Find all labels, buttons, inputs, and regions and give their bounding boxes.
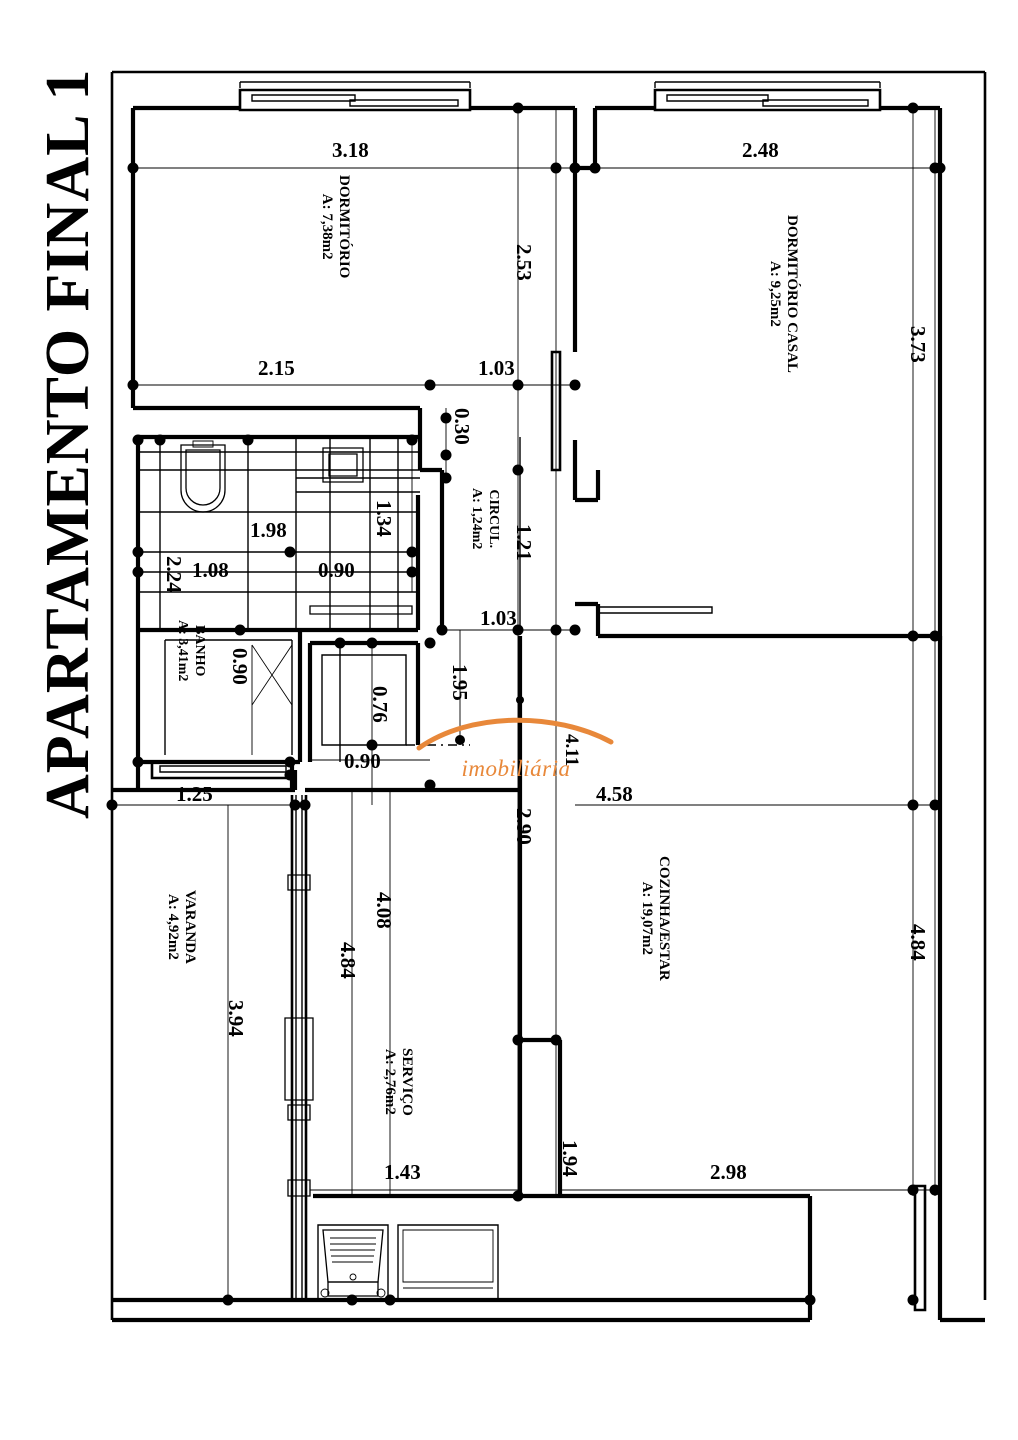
dimension-2-24: 2.24 bbox=[162, 556, 186, 593]
dimension-0-90-low: 0.90 bbox=[344, 749, 381, 773]
dimension-1-34: 1.34 bbox=[372, 500, 396, 537]
room-walls-dormitorio-casal bbox=[572, 105, 943, 640]
room-name: COZINHA/ESTAR bbox=[656, 856, 672, 981]
room-walls-cozinha bbox=[112, 636, 985, 1323]
room-label-dormitorio: DORMITÓRIO A: 7,38m2 bbox=[318, 175, 352, 278]
dimension-4-08: 4.08 bbox=[372, 892, 396, 929]
room-name: DORMITÓRIO CASAL bbox=[784, 215, 800, 373]
dimension-1-21: 1.21 bbox=[512, 524, 536, 561]
room-area: A: 7,38m2 bbox=[319, 193, 335, 260]
dimension-0-90-banho: 0.90 bbox=[228, 648, 252, 685]
dimension-3-73: 3.73 bbox=[906, 326, 930, 363]
room-name: VARANDA bbox=[182, 890, 198, 964]
building-envelope bbox=[110, 70, 987, 1320]
room-area: A: 3,41m2 bbox=[175, 620, 190, 682]
room-name: SERVIÇO bbox=[399, 1048, 415, 1116]
window-dormitorio-casal bbox=[653, 81, 882, 112]
dimension-3-18: 3.18 bbox=[332, 138, 369, 162]
dimension-1-95: 1.95 bbox=[448, 664, 472, 701]
dimension-1-03-top: 1.03 bbox=[478, 356, 515, 380]
room-walls-banho bbox=[135, 434, 445, 790]
room-label-banho: BANHO A: 3,41m2 bbox=[174, 620, 208, 681]
dimension-4-58: 4.58 bbox=[596, 782, 633, 806]
room-area: A: 1,24m2 bbox=[469, 488, 484, 550]
dimension-0-76: 0.76 bbox=[368, 686, 392, 723]
dimension-0-30: 0.30 bbox=[450, 408, 474, 445]
window-dormitorio bbox=[238, 81, 472, 112]
room-walls-dormitorio bbox=[130, 105, 578, 437]
dimension-2-90: 2.90 bbox=[512, 808, 536, 845]
room-area: A: 9,25m2 bbox=[767, 261, 783, 327]
dimension-1-08: 1.08 bbox=[192, 558, 229, 582]
dimension-2-53: 2.53 bbox=[512, 244, 536, 281]
room-label-dormitorio-casal: DORMITÓRIO CASAL A: 9,25m2 bbox=[766, 215, 800, 373]
dimension-3-94: 3.94 bbox=[224, 1000, 248, 1037]
room-label-circul: CIRCUL. A: 1,24m2 bbox=[468, 488, 502, 549]
dimension-2-98: 2.98 bbox=[710, 1160, 747, 1184]
room-area: A: 19,07m2 bbox=[639, 881, 655, 956]
dimension-4-11: 4.11 bbox=[561, 734, 582, 767]
room-name: BANHO bbox=[192, 625, 207, 677]
dimension-1-94: 1.94 bbox=[558, 1140, 582, 1177]
room-area: A: 2,76m2 bbox=[382, 1049, 398, 1115]
room-label-servico: SERVIÇO A: 2,76m2 bbox=[381, 1048, 415, 1116]
dimension-1-25: 1.25 bbox=[176, 782, 213, 806]
room-name: DORMITÓRIO bbox=[336, 175, 352, 279]
room-name: CIRCUL. bbox=[486, 489, 501, 549]
room-area: A: 4,92m2 bbox=[165, 894, 181, 960]
room-label-cozinha-estar: COZINHA/ESTAR A: 19,07m2 bbox=[638, 856, 672, 981]
dimension-2-48: 2.48 bbox=[742, 138, 779, 162]
dimension-1-43: 1.43 bbox=[384, 1160, 421, 1184]
dimension-1-98: 1.98 bbox=[250, 518, 287, 542]
dimension-0-90-bath: 0.90 bbox=[318, 558, 355, 582]
door-leaf-casal bbox=[550, 350, 562, 472]
dimension-lines bbox=[106, 102, 946, 1306]
dimension-1-03-mid: 1.03 bbox=[480, 606, 517, 630]
dimension-4-84-mid: 4.84 bbox=[336, 942, 360, 979]
dimension-4-84-right: 4.84 bbox=[906, 924, 930, 961]
room-walls-varanda-servico bbox=[112, 770, 523, 1301]
dimension-2-15: 2.15 bbox=[258, 356, 295, 380]
room-label-varanda: VARANDA A: 4,92m2 bbox=[164, 890, 198, 964]
